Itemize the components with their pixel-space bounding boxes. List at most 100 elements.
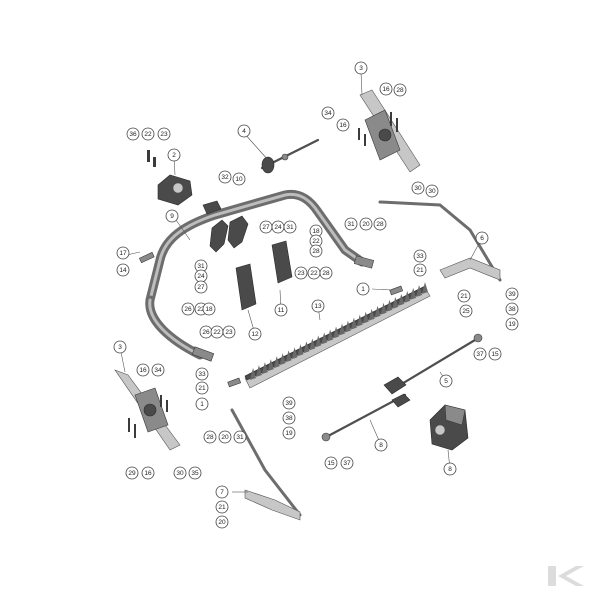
callout-circle [457,289,471,303]
callout-22: 22 [141,127,155,141]
callout-30: 30 [411,181,425,195]
callout-circle [181,302,195,316]
callout-26: 26 [199,325,213,339]
cutter-bar [244,282,431,389]
callout-circle [194,280,208,294]
callout-19: 19 [282,426,296,440]
callout-number: 34 [154,367,162,374]
callout-34: 34 [151,363,165,377]
callout-circle [125,466,139,480]
callout-1: 1 [356,282,370,296]
callout-number: 23 [160,131,168,138]
callout-circle [218,170,232,184]
callout-number: 31 [347,221,355,228]
callout-circle [116,263,130,277]
callout-8: 8 [374,438,388,452]
callout-circle [116,246,130,260]
callout-circle [344,217,358,231]
callout-32: 32 [218,170,232,184]
callout-16: 16 [379,82,393,96]
callout-number: 1 [200,401,204,408]
cutter-tooth [273,356,280,369]
callout-circle [336,118,350,132]
callout-circle [505,302,519,316]
callout-14: 14 [116,263,130,277]
cutter-tooth [422,282,428,294]
cutter-tooth [398,293,405,306]
callout-number: 16 [339,122,347,129]
callout-circle [282,411,296,425]
callout-number: 3 [118,344,122,351]
callout-number: 28 [322,270,330,277]
shoe-plates [235,240,293,311]
callout-number: 8 [379,442,383,449]
callout-number: 11 [278,307,285,314]
callout-circle [356,282,370,296]
callout-20: 20 [218,430,232,444]
callout-number: 6 [480,235,484,242]
callout-circle [294,266,308,280]
callout-23: 23 [157,127,171,141]
callout-27: 27 [194,280,208,294]
callout-31: 31 [344,217,358,231]
callout-number: 13 [314,303,322,310]
logo-text: K [596,580,597,582]
callout-circle [141,127,155,141]
callout-number: 22 [144,131,152,138]
cutter-tooth [285,350,292,363]
callout-circle [113,340,127,354]
callout-number: 15 [327,460,335,467]
callout-circle [439,374,453,388]
callout-37: 37 [340,456,354,470]
callout-circle [309,244,323,258]
callout-number: 21 [416,267,424,274]
callout-number: 37 [343,460,351,467]
callout-1: 1 [195,397,209,411]
cutter-tooth [327,329,334,342]
callout-number: 30 [176,470,184,477]
small-fittings [138,251,404,388]
callout-number: 20 [218,519,226,526]
callout-number: 14 [119,267,127,274]
callout-39: 39 [505,287,519,301]
callout-35: 35 [188,466,202,480]
cutter-tooth [309,338,316,351]
callout-number: 5 [444,378,448,385]
callout-number: 16 [144,470,152,477]
cutter-tooth [404,290,411,303]
gearbox [429,404,469,451]
cutter-tooth [250,368,256,380]
callout-circle [411,181,425,195]
callout-33: 33 [413,249,427,263]
callout-number: 27 [197,284,205,291]
callout-circle [141,466,155,480]
pivot-bracket [147,150,193,206]
callout-circle [232,172,246,186]
callout-circle [202,302,216,316]
callout-number: 37 [476,351,484,358]
callout-12: 12 [248,327,262,341]
callout-33: 33 [195,367,209,381]
callout-number: 20 [221,434,229,441]
callout-circle [126,127,140,141]
callout-22: 22 [307,266,321,280]
cutter-tooth [255,365,262,378]
callout-25: 25 [459,304,473,318]
callout-circle [173,466,187,480]
right-guide-rail [378,200,502,282]
cutter-tooth [350,317,357,330]
callout-number: 2 [172,152,176,159]
cutter-tooth [356,314,363,327]
callout-number: 21 [460,293,468,300]
callout-number: 27 [262,224,270,231]
callout-number: 31 [236,434,244,441]
callout-circle [151,363,165,377]
callout-28: 28 [203,430,217,444]
callout-circle [359,217,373,231]
cutter-tooth [321,332,328,345]
callout-18: 18 [202,302,216,316]
callout-circle [443,462,457,476]
callout-number: 22 [310,270,318,277]
callout-number: 33 [416,253,424,260]
callout-number: 18 [312,228,320,235]
